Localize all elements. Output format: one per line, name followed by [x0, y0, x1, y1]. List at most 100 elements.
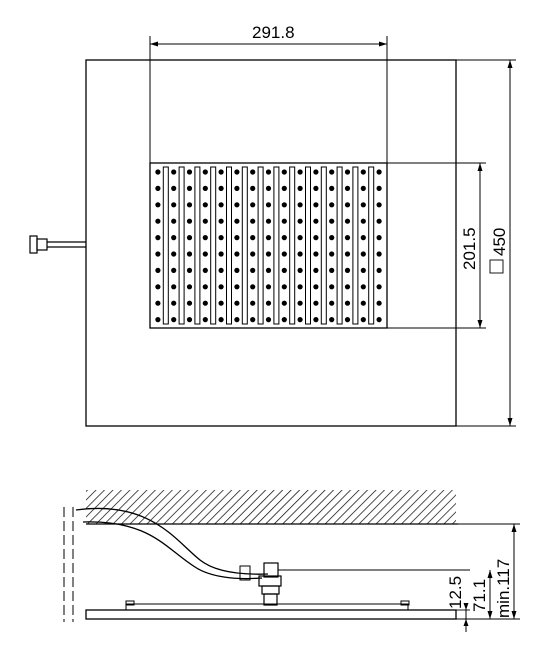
side-plate: [85, 600, 457, 620]
nozzle-dot: [234, 202, 240, 208]
nozzle-dot: [329, 300, 335, 306]
nozzle-dot: [186, 235, 193, 241]
nozzle-dot: [218, 317, 224, 323]
nozzle-dot: [202, 267, 208, 273]
nozzle-dot: [297, 317, 303, 323]
overall-size-dimension: 450: [456, 59, 516, 427]
nozzle-dot: [313, 185, 319, 191]
nozzle-dot: [218, 251, 224, 257]
nozzle-dot: [281, 267, 287, 273]
nozzle-dot: [376, 284, 382, 290]
nozzle-dot: [250, 284, 256, 290]
nozzle-dot: [297, 202, 303, 208]
nozzle-dot: [376, 300, 382, 306]
hose-connector: [29, 235, 86, 254]
nozzle-dot: [329, 284, 335, 290]
nozzle-dot: [376, 185, 382, 191]
nozzle-dot: [186, 300, 193, 306]
nozzle-dot: [360, 235, 366, 241]
nozzle-dot: [281, 202, 287, 208]
nozzle-dot: [250, 202, 256, 208]
nozzle-dot: [297, 185, 303, 191]
nozzle-rail: [226, 166, 232, 325]
nozzle-dot: [281, 251, 287, 257]
nozzle-dot: [297, 300, 303, 306]
nozzle-dot: [376, 235, 382, 241]
nozzle-dot: [344, 300, 351, 306]
nozzle-dot: [186, 169, 193, 175]
nozzle-dot: [344, 169, 351, 175]
nozzle-dot: [313, 284, 319, 290]
nozzle-dot: [281, 218, 287, 224]
nozzle-dot: [265, 185, 272, 191]
nozzle-rail: [352, 166, 359, 325]
nozzle-dot: [202, 218, 208, 224]
nozzle-dot: [297, 267, 303, 273]
nozzle-dot: [202, 202, 208, 208]
nozzle-dot: [202, 185, 208, 191]
nozzle-dot: [360, 284, 366, 290]
swivel-joint: [258, 562, 470, 606]
nozzle-dot: [313, 267, 319, 273]
nozzle-dot: [360, 300, 366, 306]
nozzle-dot: [265, 235, 272, 241]
nozzle-rail: [368, 166, 375, 325]
nozzle-dot: [171, 267, 177, 273]
nozzle-dot: [186, 317, 193, 323]
nozzle-dot: [186, 185, 193, 191]
nozzle-dot: [297, 284, 303, 290]
nozzle-dot: [360, 202, 366, 208]
nozzle-dot: [344, 202, 351, 208]
top-view: 291.8 201.5 450: [29, 23, 516, 427]
thickness-dimension: 12.5: [446, 576, 469, 632]
nozzle-rail: [162, 166, 169, 325]
nozzle-dot: [297, 235, 303, 241]
nozzle-dot: [265, 300, 272, 306]
width-dimension-label: 291.8: [252, 23, 295, 42]
nozzle-dot: [297, 218, 303, 224]
nozzle-dot: [313, 300, 319, 306]
nozzle-dot: [202, 235, 208, 241]
nozzle-grid: [149, 162, 388, 329]
overall-size-label: 450: [490, 228, 509, 256]
nozzle-dot: [186, 251, 193, 257]
nozzle-dot: [234, 185, 240, 191]
square-icon: [489, 259, 504, 274]
nozzle-dot: [297, 251, 303, 257]
nozzle-dot: [155, 251, 161, 257]
nozzle-dot: [360, 317, 366, 323]
nozzle-dot: [344, 284, 351, 290]
nozzle-dot: [202, 300, 208, 306]
nozzle-dot: [313, 317, 319, 323]
nozzle-dot: [171, 317, 177, 323]
nozzle-dot: [234, 218, 240, 224]
nozzle-dot: [281, 169, 287, 175]
nozzle-dot: [155, 218, 161, 224]
nozzle-dot: [329, 169, 335, 175]
nozzle-dot: [265, 251, 272, 257]
nozzle-dot: [329, 218, 335, 224]
min-height-dimension: min.117: [494, 524, 517, 619]
nozzle-dot: [155, 300, 161, 306]
nozzle-dot: [155, 317, 161, 323]
nozzle-dot: [376, 169, 382, 175]
ceiling-hatch: [86, 490, 456, 524]
nozzle-dot: [329, 185, 335, 191]
nozzle-rail: [289, 166, 296, 325]
nozzle-dot: [344, 235, 351, 241]
nozzle-dot: [218, 202, 224, 208]
nozzle-dot: [202, 169, 208, 175]
nozzle-dot: [234, 317, 240, 323]
nozzle-dot: [234, 300, 240, 306]
nozzle-dot: [250, 218, 256, 224]
mid-height-label: 71.1: [470, 579, 489, 612]
nozzle-dot: [234, 284, 240, 290]
nozzle-dot: [218, 300, 224, 306]
nozzle-dot: [155, 185, 161, 191]
nozzle-dot: [329, 317, 335, 323]
nozzle-rail: [257, 166, 264, 325]
nozzle-dot: [186, 267, 193, 273]
nozzle-dot: [376, 251, 382, 257]
nozzle-dot: [360, 185, 366, 191]
nozzle-dot: [265, 317, 272, 323]
